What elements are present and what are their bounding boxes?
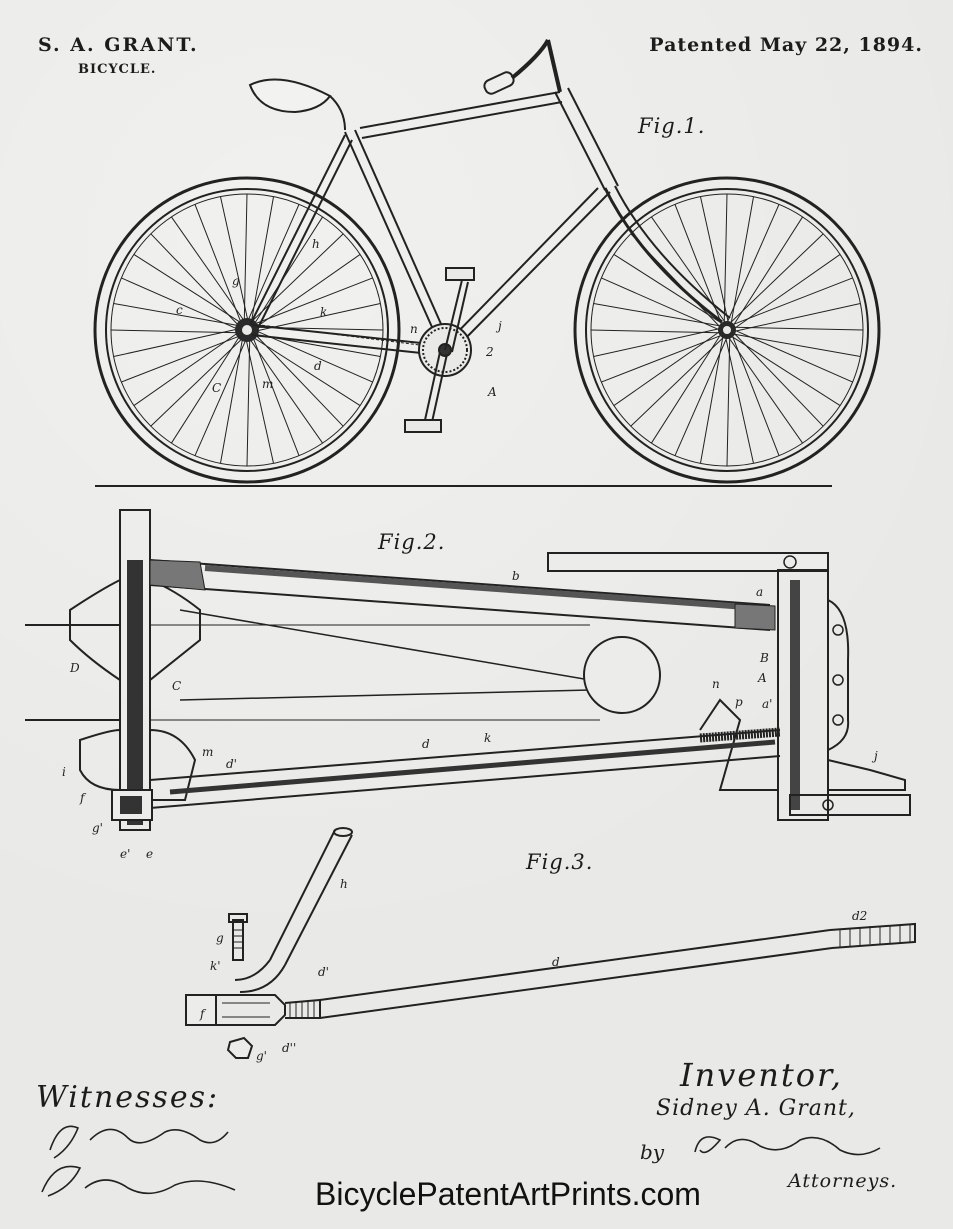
svg-text:k': k' (210, 959, 221, 973)
svg-text:a': a' (762, 697, 772, 711)
spoke (244, 194, 247, 322)
inventor-title: Inventor, (680, 1056, 843, 1094)
svg-text:2: 2 (485, 345, 494, 359)
fig1-bicycle: h g k c d C m n j 2 A (95, 40, 879, 486)
svg-text:f: f (79, 791, 87, 805)
spoke (729, 338, 803, 443)
spoke (675, 338, 727, 456)
attorneys-label: Attorneys. (788, 1170, 897, 1192)
svg-text:D: D (69, 661, 80, 675)
witness-signatures (42, 1126, 235, 1196)
svg-text:d2: d2 (852, 909, 867, 923)
by-label: by (640, 1140, 664, 1164)
spoke (651, 335, 720, 443)
spoke (732, 336, 779, 456)
svg-text:h: h (312, 237, 320, 251)
svg-text:g': g' (92, 821, 103, 835)
spoke (195, 204, 242, 324)
spoke (724, 194, 727, 322)
spoke (195, 338, 247, 456)
fig1-label: Fig.1. (638, 114, 705, 138)
svg-text:A: A (757, 671, 767, 685)
spoke (246, 338, 274, 463)
svg-text:k: k (320, 305, 327, 319)
fig2-section (25, 510, 910, 830)
svg-text:i: i (62, 765, 66, 779)
svg-text:k: k (484, 731, 491, 745)
svg-text:B: B (759, 651, 769, 665)
svg-text:a: a (756, 585, 763, 599)
spoke (111, 330, 239, 333)
spoke (733, 217, 802, 325)
svg-text:j: j (495, 319, 502, 333)
svg-text:d: d (314, 359, 322, 373)
spoke (171, 335, 240, 443)
svg-text:A: A (487, 385, 497, 399)
frame (250, 40, 730, 432)
svg-text:d: d (552, 955, 560, 969)
svg-text:C: C (212, 381, 221, 395)
svg-text:b: b (512, 569, 520, 583)
spoke (700, 197, 728, 322)
spoke (134, 332, 239, 406)
spoke (735, 327, 863, 330)
spoke (134, 254, 242, 323)
spoke (114, 329, 239, 357)
spoke (732, 336, 840, 405)
witnesses-title: Witnesses: (36, 1080, 219, 1115)
spoke (252, 336, 360, 405)
spoke (727, 338, 730, 466)
spoke (252, 336, 299, 456)
spoke (735, 303, 860, 331)
svg-text:d': d' (318, 965, 329, 979)
svg-text:C: C (172, 679, 181, 693)
spoke (727, 204, 779, 322)
front-wheel (575, 178, 879, 482)
svg-text:d': d' (226, 757, 237, 771)
svg-text:n: n (712, 677, 720, 691)
svg-text:n: n (410, 322, 418, 336)
svg-text:g: g (232, 274, 240, 288)
svg-text:g': g' (256, 1049, 267, 1063)
spoke (253, 217, 322, 325)
svg-text:e': e' (120, 847, 130, 861)
spoke (247, 338, 250, 466)
svg-text:e: e (146, 847, 153, 861)
svg-text:d'': d'' (282, 1041, 296, 1055)
inventor-name: Sidney A. Grant, (656, 1096, 856, 1121)
spoke (594, 329, 719, 357)
attorney-signature (695, 1137, 880, 1155)
site-watermark: BicyclePatentArtPrints.com (315, 1176, 701, 1213)
svg-text:m: m (262, 377, 273, 391)
svg-text:m: m (202, 745, 213, 759)
spoke (220, 197, 248, 322)
spoke (591, 330, 719, 333)
spoke (255, 254, 360, 328)
svg-text:j: j (871, 749, 878, 763)
svg-text:h: h (340, 877, 348, 891)
spoke (735, 254, 840, 328)
rear-wheel (95, 178, 399, 482)
spoke (121, 335, 241, 382)
spoke (735, 330, 853, 382)
svg-text:c: c (176, 303, 183, 317)
svg-text:p: p (735, 695, 743, 709)
spoke (614, 332, 719, 406)
svg-text:d: d (422, 737, 430, 751)
spoke (726, 338, 754, 463)
spoke (601, 335, 721, 382)
fig2-label: Fig.2. (378, 530, 445, 554)
spoke (733, 278, 853, 325)
svg-text:g: g (216, 931, 224, 945)
spoke (249, 338, 323, 443)
fig3-label: Fig.3. (526, 850, 593, 874)
spoke (614, 254, 722, 323)
